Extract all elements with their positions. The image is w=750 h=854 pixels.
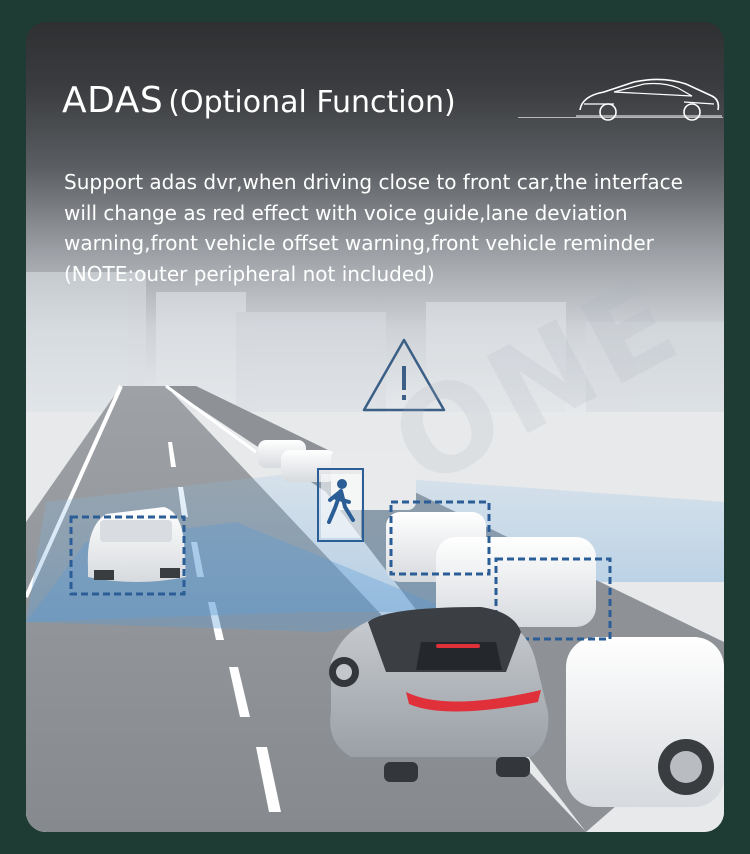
description-line: Support adas dvr,when driving close to f… [64,170,683,194]
warning-triangle-icon [362,338,446,412]
title-main: ADAS [62,80,164,121]
parked-cars [258,440,724,807]
oncoming-car [87,507,186,582]
detection-boxes [69,468,612,641]
detection-zone [26,472,724,622]
title-subtitle: (Optional Function) [168,85,456,120]
detection-box-right-car [494,557,612,641]
page-title: ADAS (Optional Function) [62,80,456,121]
detection-box-pedestrian [317,468,364,542]
pedestrian-icon [321,474,361,538]
description-line: warning,front vehicle offset warning,fro… [64,231,654,255]
ego-car [329,607,549,782]
description-note: (NOTE:outer peripheral not included) [64,261,435,286]
feature-description: Support adas dvr,when driving close to f… [64,167,714,289]
feature-card: ONE ADAS (Optional Function) Support ada… [26,22,724,832]
detection-box-left-car [69,515,186,596]
header-divider [518,117,723,118]
adas-scene-illustration [26,272,724,832]
description-line: will change as red effect with voice gui… [64,200,628,225]
sports-car-outline-icon [576,78,722,121]
detection-box-front-car [389,500,491,576]
